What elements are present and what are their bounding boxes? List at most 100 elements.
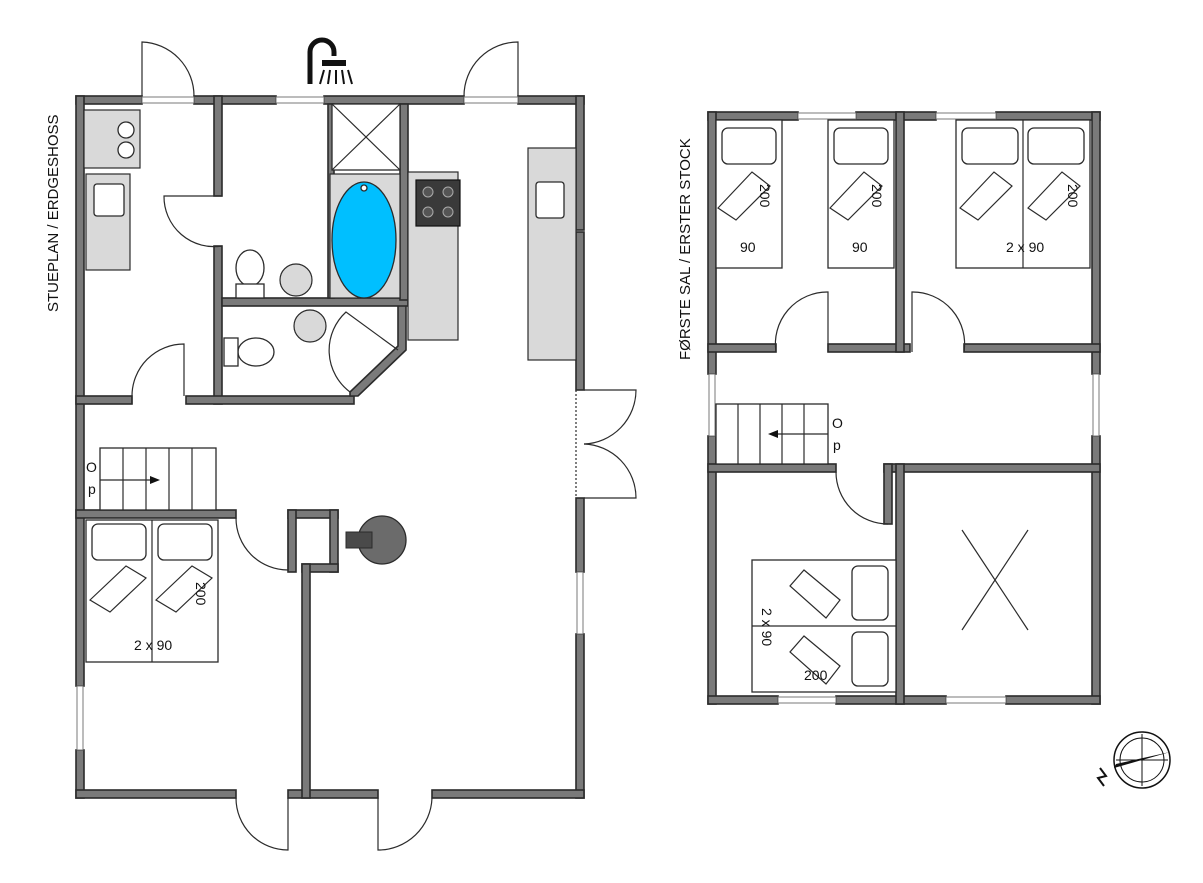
dryer-drum [117, 141, 135, 159]
wall [707, 695, 779, 705]
window [576, 571, 584, 635]
floor-label-ground: STUEPLAN / ERDGESHOSS [45, 114, 62, 312]
washing-machine-drum [117, 121, 135, 139]
duvet-fold [717, 171, 771, 221]
first-floor: 90 200 90 200 2 x 90 200 O p 2 x 9 [677, 111, 1101, 705]
window [463, 96, 519, 104]
wall [75, 95, 85, 687]
bed-width-label: 2 x 90 [134, 637, 172, 653]
wall [75, 95, 143, 105]
stair-arrow-head [768, 430, 778, 438]
stair-arrow-head [150, 476, 160, 484]
stairs-label-p: p [833, 437, 841, 453]
sink-icon [293, 309, 327, 343]
bed-length-label: 200 [193, 582, 209, 606]
door [583, 389, 637, 445]
wall [193, 95, 277, 105]
window [76, 685, 84, 751]
wall [329, 509, 339, 573]
door [235, 797, 289, 851]
wall [349, 299, 407, 397]
door [141, 41, 195, 97]
bed-width-label: 2 x 90 [759, 608, 775, 646]
duvet-fold [155, 565, 213, 613]
stairs-label-p: p [88, 481, 96, 497]
wall [287, 789, 379, 799]
wall [707, 463, 837, 473]
utility-sink [93, 183, 125, 217]
wall [1005, 695, 1101, 705]
wall [575, 231, 585, 391]
stairs-label-o: O [832, 415, 843, 431]
bed-length-label: 200 [757, 184, 773, 208]
wall [213, 95, 223, 197]
wall [1091, 111, 1101, 375]
pillow [1027, 127, 1085, 165]
pillow [851, 565, 889, 621]
window [777, 696, 837, 704]
window [275, 96, 325, 104]
door [774, 291, 829, 353]
stove-icon [415, 179, 461, 227]
wall [301, 563, 311, 799]
shower-icon [307, 37, 353, 85]
burner [442, 186, 454, 198]
wall [323, 95, 465, 105]
wall [75, 509, 237, 519]
wall [963, 343, 1101, 353]
duvet-fold [1027, 171, 1081, 221]
wall [575, 95, 585, 231]
toilet-icon [235, 249, 265, 287]
toilet-tank [235, 283, 265, 299]
burner [422, 206, 434, 218]
duvet-fold [789, 569, 841, 619]
wall [575, 633, 585, 799]
pillow [833, 127, 889, 165]
floor-label-first: FØRSTE SAL / ERSTER STOCK [677, 138, 694, 360]
window [797, 112, 857, 120]
compass-icon [1096, 731, 1171, 789]
kitchen-sink [535, 181, 565, 219]
door [463, 41, 519, 97]
duvet-fold [789, 635, 841, 685]
stairs [99, 447, 217, 511]
bed-length-label: 200 [804, 667, 828, 683]
wall [707, 111, 717, 375]
window [945, 696, 1007, 704]
pillow [157, 523, 213, 561]
window [1092, 373, 1100, 437]
wall [707, 343, 777, 353]
door [235, 517, 289, 571]
bathtub-drain [360, 184, 368, 192]
door [583, 443, 637, 499]
duvet-fold [829, 171, 883, 221]
window [141, 96, 195, 104]
door [131, 343, 185, 404]
duvet-fold [959, 171, 1013, 221]
bed-length-label: 200 [1065, 184, 1081, 208]
ground-floor: O p 2 x 90 200 STUEPLAN / ERDGESHOSS [45, 37, 637, 851]
pillow [851, 631, 889, 687]
wall [707, 435, 717, 705]
window [708, 373, 716, 437]
wall [221, 297, 409, 307]
toilet-tank [223, 337, 239, 367]
wall [431, 789, 585, 799]
stairs-label-o: O [86, 459, 97, 475]
wall [995, 111, 1101, 121]
wall [287, 509, 297, 573]
wall [883, 463, 1101, 473]
burner [422, 186, 434, 198]
wall [1091, 435, 1101, 705]
sink-icon [279, 263, 313, 297]
wall [517, 95, 585, 105]
toilet-icon [237, 337, 275, 367]
fireplace-hearth [345, 531, 373, 549]
wall [399, 103, 409, 301]
washing-machine-icon [83, 109, 141, 169]
wall [707, 111, 799, 121]
door [835, 471, 889, 525]
door [377, 797, 433, 851]
bed-length-label: 200 [869, 184, 885, 208]
